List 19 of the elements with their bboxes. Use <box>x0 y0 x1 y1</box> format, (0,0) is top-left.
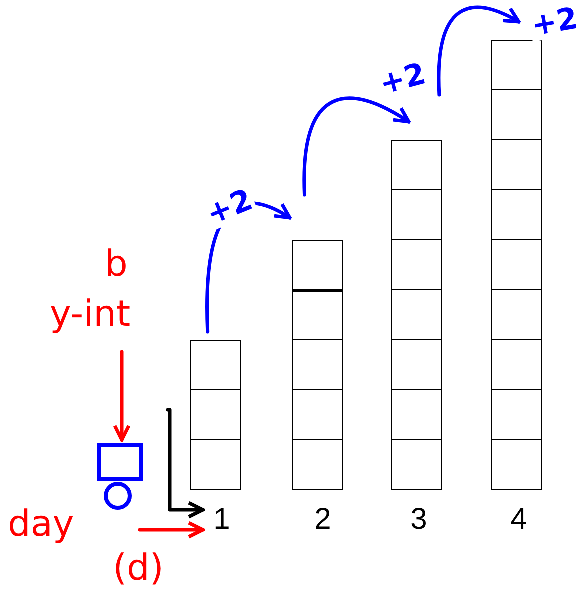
arrow <box>113 350 131 442</box>
annotation-text: day <box>8 505 74 545</box>
number-label: 3 <box>402 500 436 540</box>
arrow <box>138 521 205 539</box>
circle-symbol <box>104 482 132 510</box>
number-label: 4 <box>502 500 536 540</box>
annotation-text: y-int <box>50 295 131 335</box>
block-stack <box>491 40 542 490</box>
curved-arrow <box>437 6 521 97</box>
block-stack <box>391 140 442 490</box>
square-symbol <box>97 443 143 481</box>
annotation-text: (d) <box>113 549 164 589</box>
number-label: 1 <box>205 500 239 540</box>
block-stack <box>190 340 241 490</box>
curved-arrow <box>302 96 411 197</box>
block-stack <box>292 240 343 490</box>
arrow <box>166 408 205 519</box>
annotation-text: b <box>105 245 128 285</box>
number-label: 2 <box>306 500 340 540</box>
